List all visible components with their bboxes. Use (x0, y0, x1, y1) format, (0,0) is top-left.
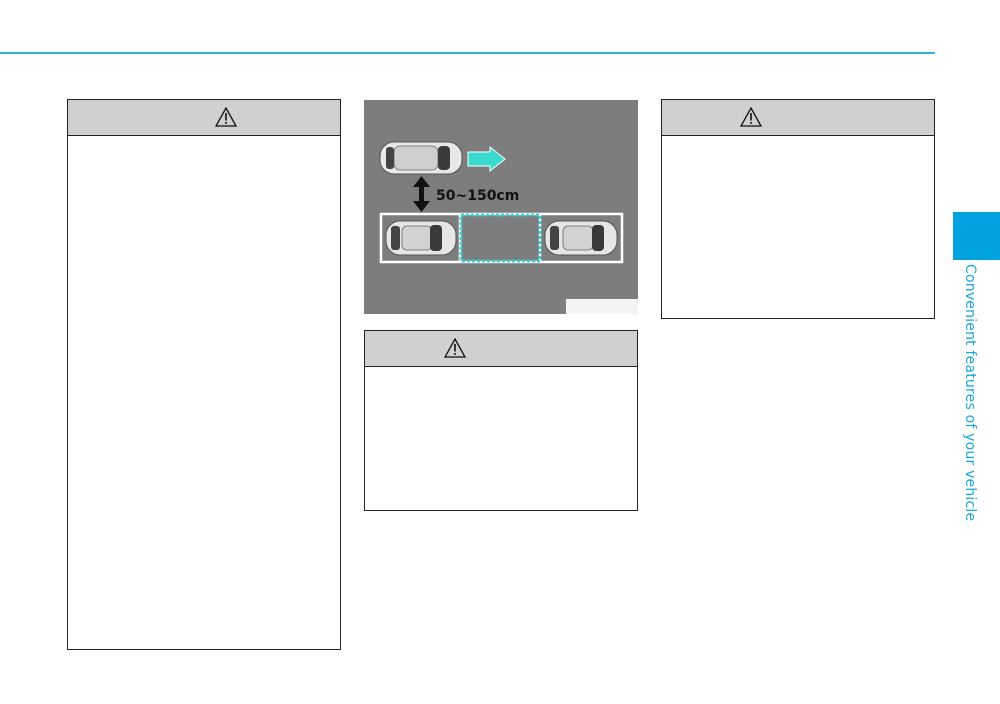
parking-diagram: 50~150cm (364, 100, 638, 314)
header-rule (0, 52, 935, 54)
parked-car-left (385, 220, 457, 256)
empty-parking-space (459, 213, 542, 263)
warning-box-left (67, 99, 341, 650)
warning-header (68, 100, 340, 136)
warning-triangle-icon (740, 107, 762, 127)
distance-label: 50~150cm (436, 188, 519, 204)
warning-triangle-icon (215, 107, 237, 127)
section-title: Convenient features of your vehicle (962, 264, 978, 522)
parked-car-right (544, 220, 618, 256)
direction-arrow (467, 145, 506, 173)
warning-triangle-icon (444, 338, 466, 358)
distance-arrow (413, 176, 430, 212)
figure-code-label (566, 299, 638, 314)
section-tab (953, 212, 1000, 260)
parking-diagram-graphic: 50~150cm (379, 141, 624, 264)
warning-box-middle (364, 330, 638, 511)
warning-box-right (661, 99, 935, 319)
moving-car (379, 141, 463, 175)
warning-header (365, 331, 637, 367)
warning-header (662, 100, 934, 136)
